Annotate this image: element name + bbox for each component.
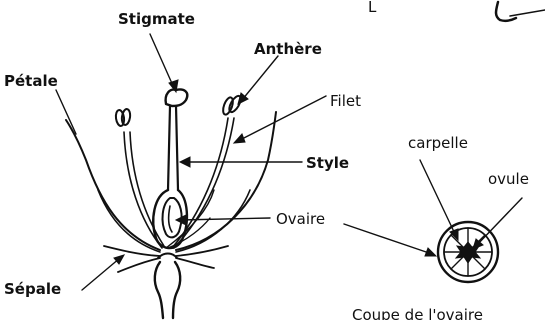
label-carpelle: carpelle <box>408 134 468 152</box>
label-corner-letter: L <box>368 0 377 16</box>
petal-left <box>66 120 160 250</box>
label-ovule: ovule <box>488 170 529 188</box>
label-filet: Filet <box>330 92 361 110</box>
label-coupe-ovaire: Coupe de l'ovaire <box>352 306 483 320</box>
label-ovaire: Ovaire <box>276 210 325 228</box>
leader-lines <box>56 34 436 290</box>
receptacle <box>155 262 180 318</box>
label-sepale: Sépale <box>4 280 61 298</box>
anther-left <box>115 109 131 127</box>
label-petale: Pétale <box>4 72 58 90</box>
label-stigmate: Stigmate <box>118 10 195 28</box>
label-style: Style <box>306 154 349 172</box>
style <box>168 106 178 190</box>
flower-drawing <box>66 89 276 318</box>
stamen-left-filament <box>124 132 162 248</box>
partial-figure-top-right: L <box>368 0 545 21</box>
label-anthere: Anthère <box>254 40 322 58</box>
